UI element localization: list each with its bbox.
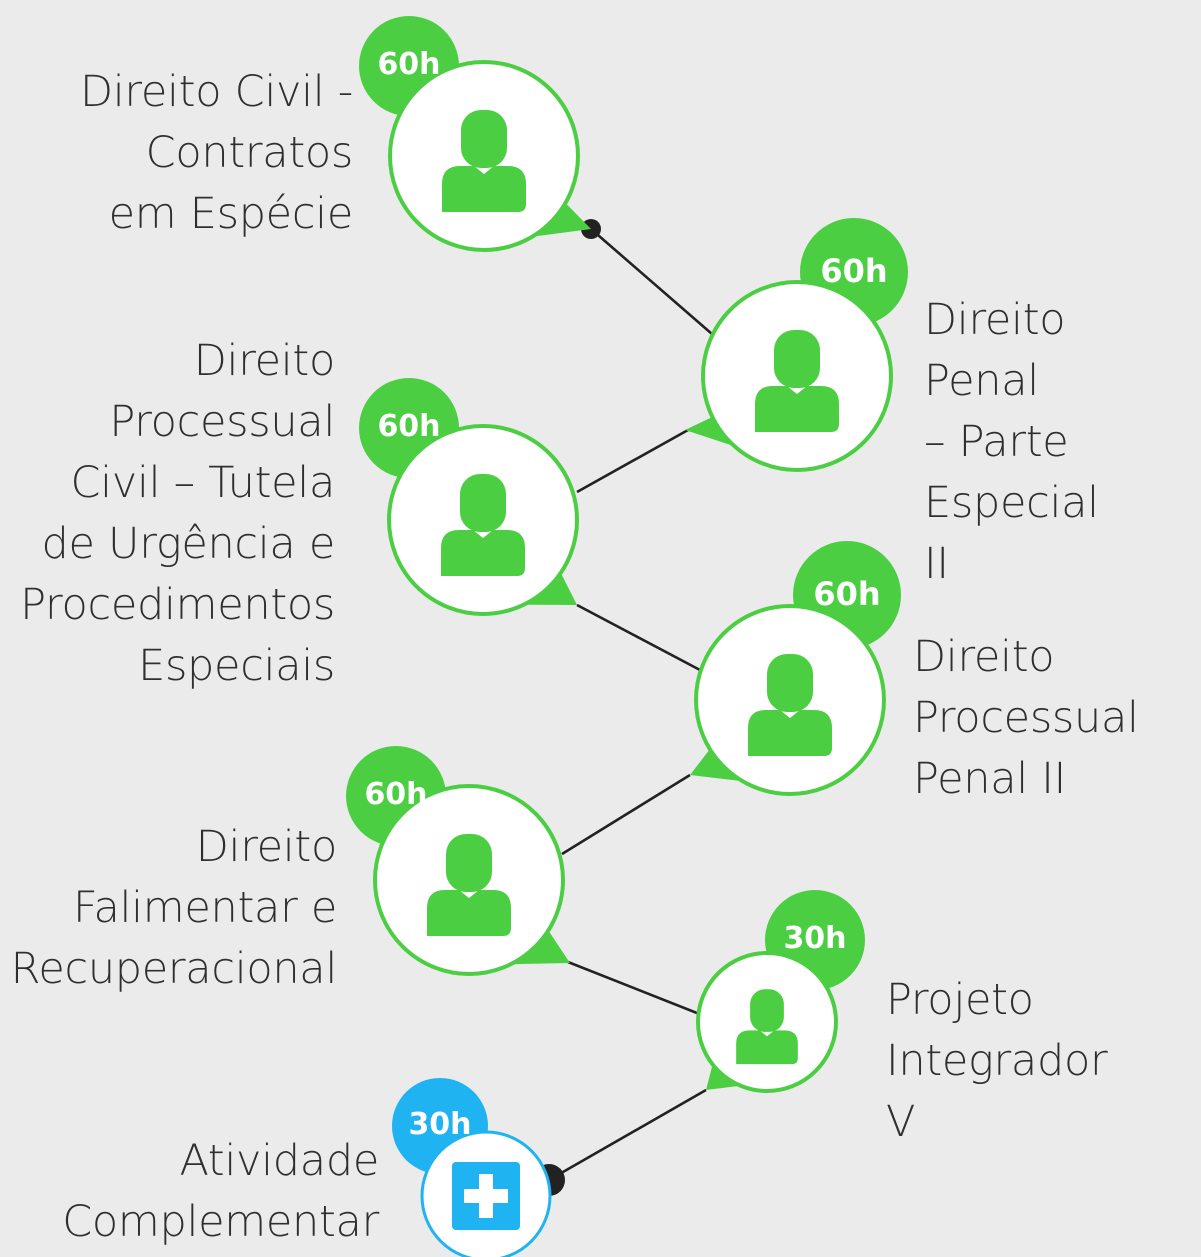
- course-name: Direito Civil - Contratos em Espécie: [79, 67, 353, 239]
- course-node-5: 60h Direito Falimentar e Recuperacional: [0, 0, 570, 994]
- connector-line-5: [567, 960, 703, 1017]
- course-name: Direito Falimentar e Recuperacional: [10, 822, 338, 994]
- hours-badge: 30h: [783, 921, 847, 957]
- course-name: Atividade Complementar: [62, 1136, 379, 1247]
- hours-badge: 60h: [377, 47, 441, 83]
- person-icon: [427, 834, 511, 936]
- hours-badge: 30h: [408, 1107, 472, 1143]
- person-icon: [442, 110, 526, 212]
- course-node-4: 60h Direito Processual Penal II: [0, 0, 1139, 804]
- connector-line-2: [576, 428, 689, 494]
- connector-line-6: [548, 1088, 707, 1182]
- course-node-6: 30h Projeto Integrador V: [0, 0, 1108, 1147]
- connector-line-3: [576, 603, 701, 672]
- person-icon: [755, 330, 839, 432]
- course-name: Direito Penal – Parte Especial II: [924, 295, 1099, 589]
- hours-badge: 60h: [364, 777, 428, 813]
- person-icon: [748, 654, 832, 756]
- hours-badge: 60h: [377, 409, 441, 445]
- hours-badge: 60h: [820, 252, 888, 291]
- course-name: Direito Processual Civil – Tutela de Urg…: [20, 336, 335, 691]
- course-node-2: 60h Direito Penal – Parte Especial II: [0, 0, 1099, 589]
- plus-icon: [452, 1162, 520, 1230]
- connector-line-4: [561, 773, 691, 856]
- course-node-1: 60h Direito Civil - Contratos em Espécie: [0, 0, 591, 252]
- complementary-activity-node: 30h Atividade Complementar: [0, 0, 552, 1257]
- connector-line-1: [590, 228, 713, 335]
- course-name: Projeto Integrador V: [886, 975, 1108, 1147]
- course-node-3: 60h Direito Processual Civil – Tutela de…: [0, 0, 579, 691]
- hours-badge: 60h: [813, 575, 881, 614]
- course-name: Direito Processual Penal II: [913, 632, 1139, 804]
- person-icon: [736, 989, 798, 1065]
- person-icon: [441, 474, 525, 576]
